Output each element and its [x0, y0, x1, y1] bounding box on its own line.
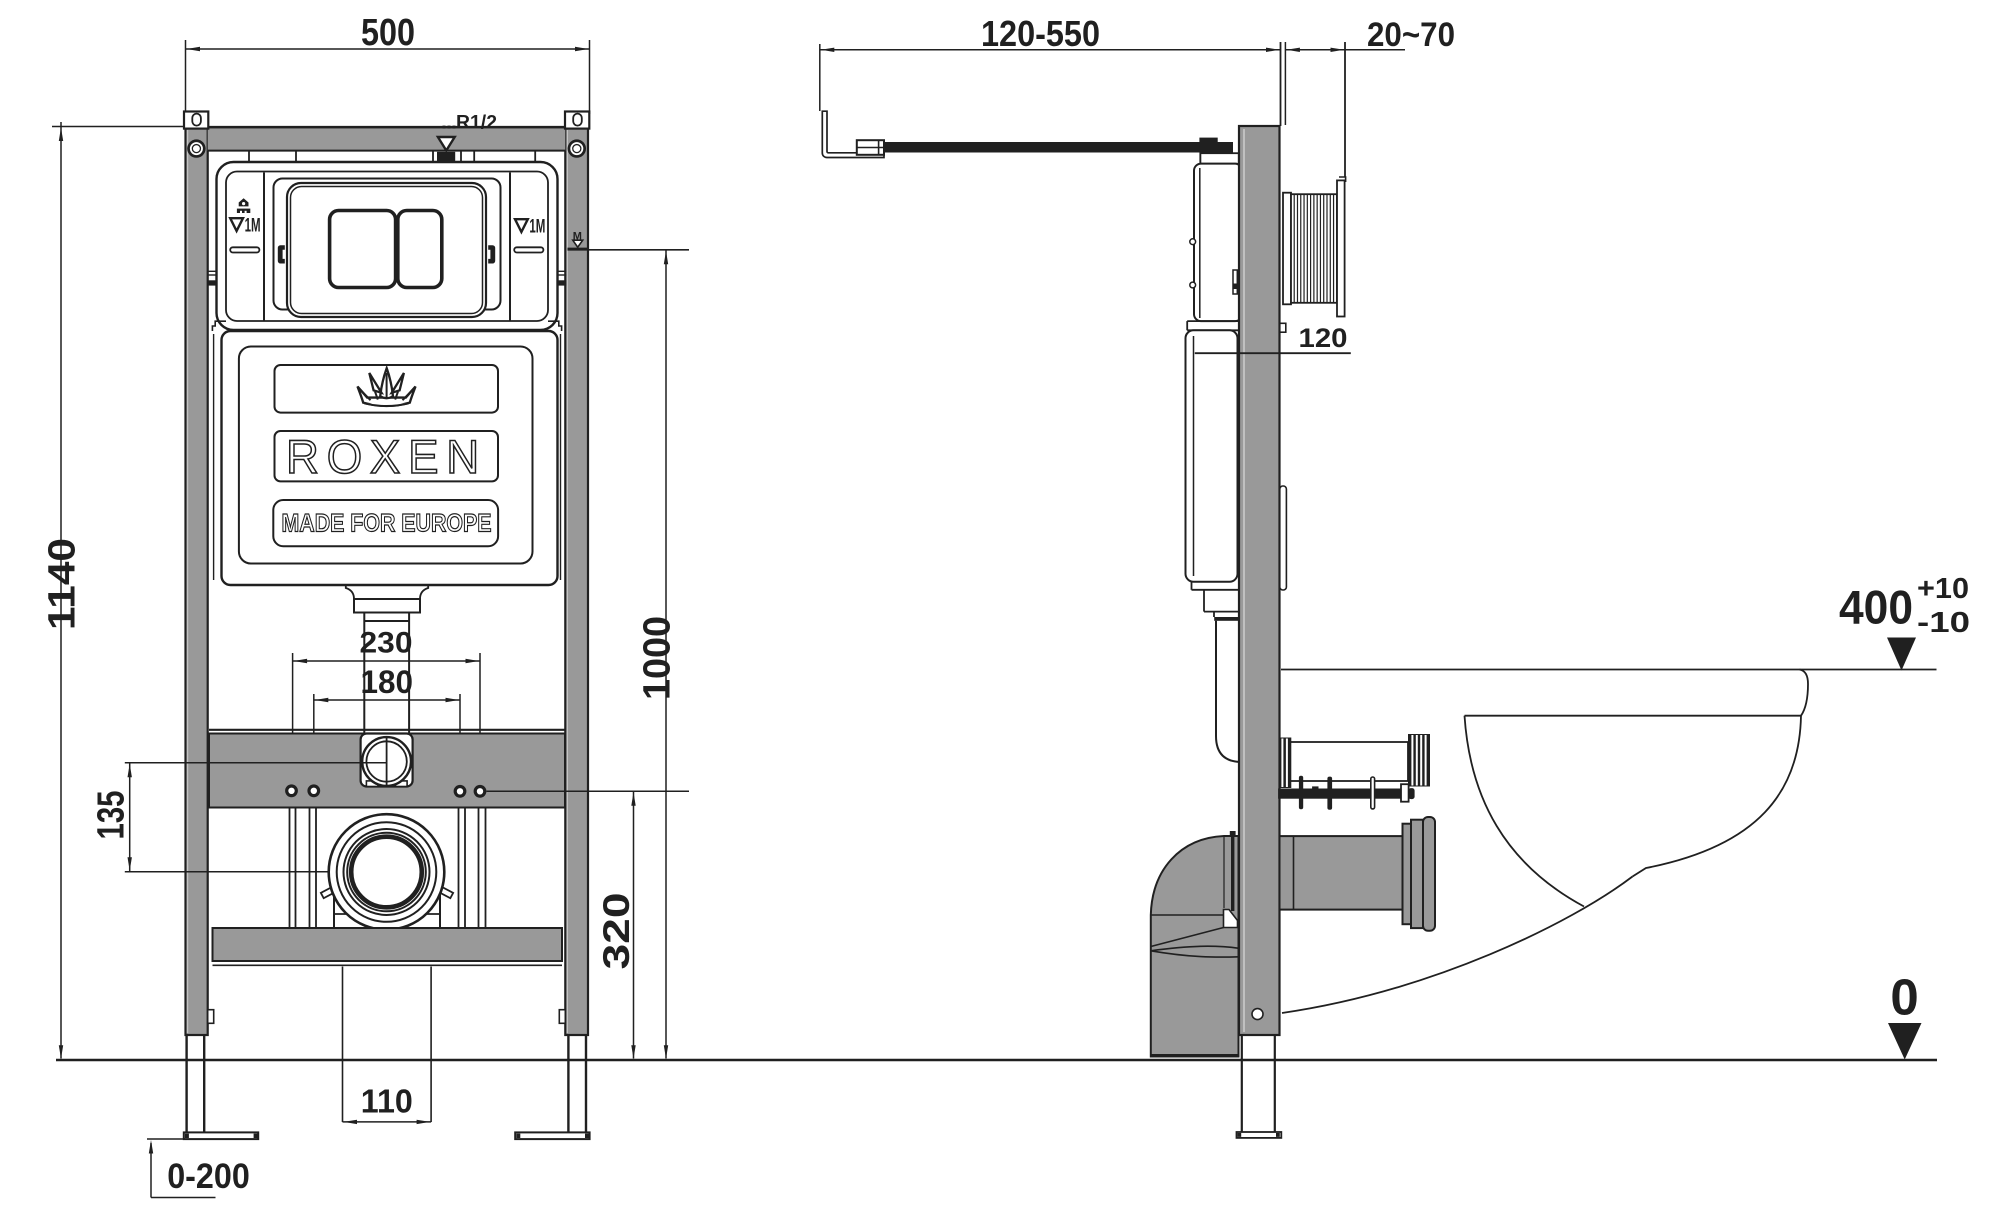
svg-text:+10: +10: [1917, 573, 1969, 605]
svg-text:120-550: 120-550: [981, 13, 1100, 54]
svg-text:R1/2: R1/2: [456, 113, 497, 134]
svg-text:400: 400: [1839, 581, 1913, 634]
svg-text:230: 230: [360, 626, 413, 659]
svg-text:500: 500: [361, 12, 415, 54]
svg-text:M: M: [573, 230, 582, 242]
svg-text:1M: 1M: [529, 215, 545, 237]
svg-text:ROXEN: ROXEN: [286, 430, 487, 483]
svg-text:120: 120: [1299, 323, 1348, 353]
svg-text:320: 320: [596, 893, 637, 970]
svg-text:135: 135: [91, 791, 133, 840]
svg-text:0-200: 0-200: [167, 1157, 250, 1196]
svg-text:1M: 1M: [245, 214, 261, 236]
svg-text:0: 0: [1890, 969, 1918, 1026]
svg-text:MADE FOR EUROPE: MADE FOR EUROPE: [282, 510, 492, 538]
svg-text:1140: 1140: [42, 538, 84, 630]
svg-text:20~70: 20~70: [1367, 16, 1455, 54]
svg-text:110: 110: [361, 1084, 413, 1121]
svg-text:1000: 1000: [637, 616, 679, 700]
svg-text:180: 180: [361, 664, 414, 700]
svg-text:-10: -10: [1917, 607, 1970, 639]
